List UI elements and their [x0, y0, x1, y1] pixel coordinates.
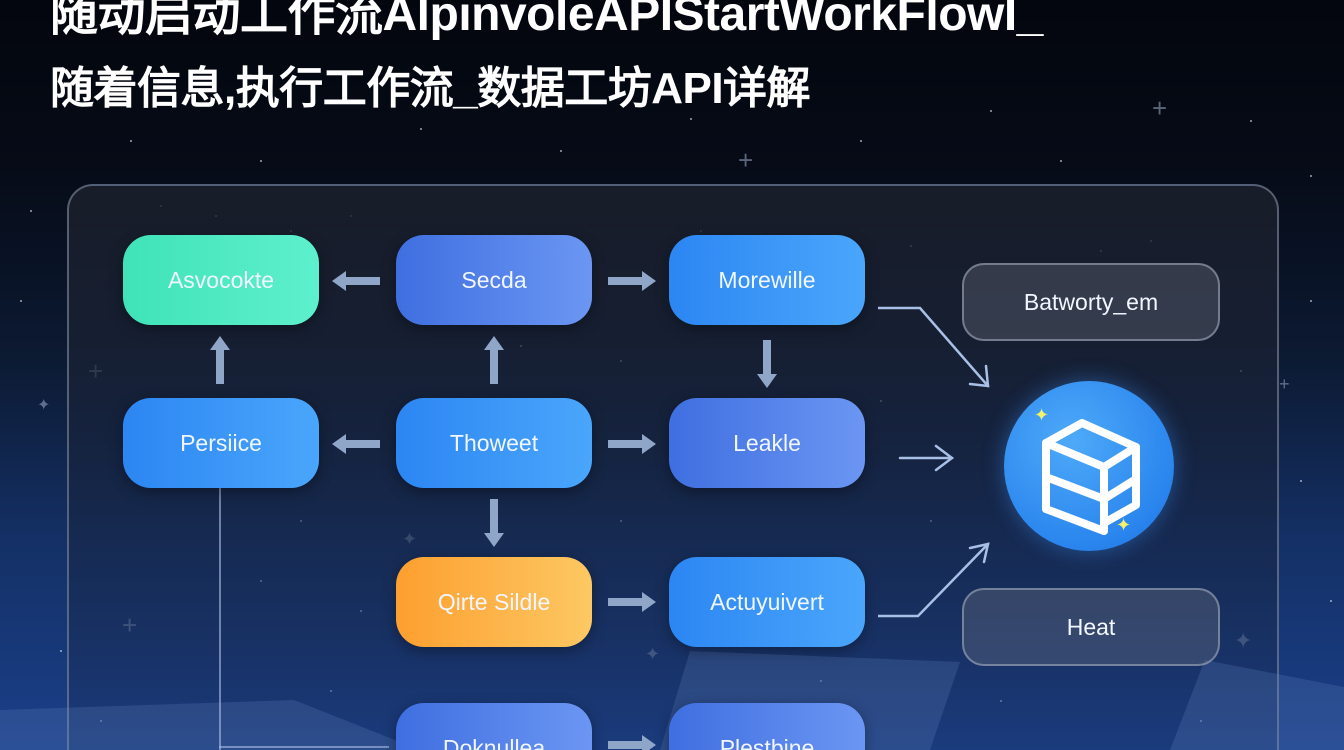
- node-secda[interactable]: Secda: [396, 235, 592, 325]
- node-doknullea[interactable]: Doknullea: [396, 703, 592, 750]
- arrow-up-icon: [210, 336, 230, 384]
- arrow-right-icon: [608, 271, 656, 291]
- page-title-line-1: 随动启动工作流AlpinvoleAPIStartWorkFlowI_: [50, 0, 1043, 41]
- node-persiice[interactable]: Persiice: [123, 398, 319, 488]
- node-batworty-em[interactable]: Batworty_em: [962, 263, 1220, 341]
- arrow-left-icon: [332, 271, 380, 291]
- arrow-up-icon: [484, 336, 504, 384]
- svg-text:✦: ✦: [1034, 405, 1049, 426]
- connector-line: [219, 488, 221, 750]
- node-plestbine[interactable]: Plestbine: [669, 703, 865, 750]
- node-asvocokte[interactable]: Asvocokte: [123, 235, 319, 325]
- node-actuyuivert[interactable]: Actuyuivert: [669, 557, 865, 647]
- node-leakle[interactable]: Leakle: [669, 398, 865, 488]
- arrow-down-icon: [757, 340, 777, 388]
- arrow-right-icon: [608, 735, 656, 750]
- arrow-right-icon: [608, 434, 656, 454]
- node-heat[interactable]: Heat: [962, 588, 1220, 666]
- workflow-hub[interactable]: ✦ ✦: [1004, 381, 1174, 551]
- connector-arrow-to-hub: [878, 306, 990, 618]
- node-qirte-sildle[interactable]: Qirte Sildle: [396, 557, 592, 647]
- arrow-left-icon: [332, 434, 380, 454]
- page-title-line-2: 随着信息,执行工作流_数据工坊API详解: [50, 64, 811, 113]
- cube-logo-icon: ✦ ✦: [1034, 405, 1140, 536]
- node-morewille[interactable]: Morewille: [669, 235, 865, 325]
- node-thoweet[interactable]: Thoweet: [396, 398, 592, 488]
- arrow-down-icon: [484, 499, 504, 547]
- arrow-right-icon: [608, 592, 656, 612]
- connector-line: [219, 746, 389, 748]
- svg-text:✦: ✦: [1116, 515, 1131, 536]
